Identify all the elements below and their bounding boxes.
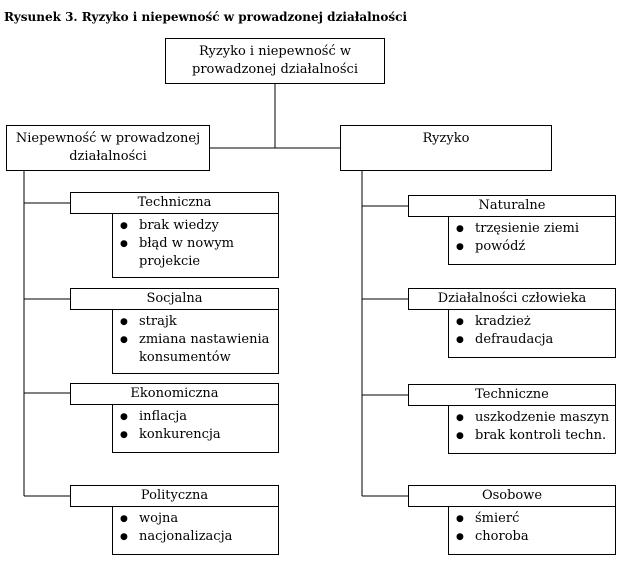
uncertainty-label-line2: działalności	[69, 149, 147, 164]
list-item: uszkodzenie maszyn	[449, 409, 615, 427]
list-item: śmierć	[449, 510, 615, 528]
list-item: zmiana nastawienia konsumentów	[113, 331, 274, 367]
category-techniczna-items: brak wiedzy błąd w nowym projekcie	[112, 214, 279, 278]
list-item: brak kontroli techn.	[449, 427, 615, 445]
risk-node: Ryzyko	[340, 125, 552, 171]
category-ekonomiczna: Ekonomiczna	[70, 383, 279, 405]
category-ekonomiczna-items: inflacja konkurencja	[112, 405, 279, 453]
category-naturalne: Naturalne	[408, 195, 616, 217]
list-item: strajk	[113, 313, 278, 331]
root-node: Ryzyko i niepewność w prowadzonej działa…	[165, 38, 385, 84]
list-item: trzęsienie ziemi	[449, 220, 615, 238]
category-techniczna: Techniczna	[70, 192, 279, 214]
uncertainty-label-line1: Niepewność w prowadzonej	[15, 131, 201, 146]
category-naturalne-items: trzęsienie ziemi powódź	[448, 217, 616, 265]
category-osobowe: Osobowe	[408, 485, 616, 507]
root-label-line2: prowadzonej działalności	[192, 62, 358, 77]
list-item: inflacja	[113, 408, 278, 426]
risk-label: Ryzyko	[422, 131, 470, 146]
uncertainty-node: Niepewność w prowadzonej działalności	[6, 125, 210, 171]
list-item: nacjonalizacja	[113, 528, 278, 546]
list-item: kradzież	[449, 313, 615, 331]
category-dzialalnosci-czlowieka: Działalności człowieka	[408, 288, 616, 310]
figure-title: Rysunek 3. Ryzyko i niepewność w prowadz…	[4, 10, 408, 24]
list-item: powódź	[449, 238, 615, 256]
category-polityczna: Polityczna	[70, 485, 279, 507]
root-label-line1: Ryzyko i niepewność w	[198, 44, 351, 59]
category-socjalna: Socjalna	[70, 288, 279, 310]
list-item: defraudacja	[449, 331, 615, 349]
category-polityczna-items: wojna nacjonalizacja	[112, 507, 279, 555]
list-item: błąd w nowym projekcie	[113, 235, 259, 271]
category-socjalna-items: strajk zmiana nastawienia konsumentów	[112, 310, 279, 374]
category-techniczne: Techniczne	[408, 384, 616, 406]
list-item: konkurencja	[113, 426, 278, 444]
category-techniczne-items: uszkodzenie maszyn brak kontroli techn.	[448, 406, 616, 454]
list-item: brak wiedzy	[113, 217, 278, 235]
list-item: wojna	[113, 510, 278, 528]
category-dzialalnosci-czlowieka-items: kradzież defraudacja	[448, 310, 616, 358]
category-osobowe-items: śmierć choroba	[448, 507, 616, 555]
list-item: choroba	[449, 528, 615, 546]
